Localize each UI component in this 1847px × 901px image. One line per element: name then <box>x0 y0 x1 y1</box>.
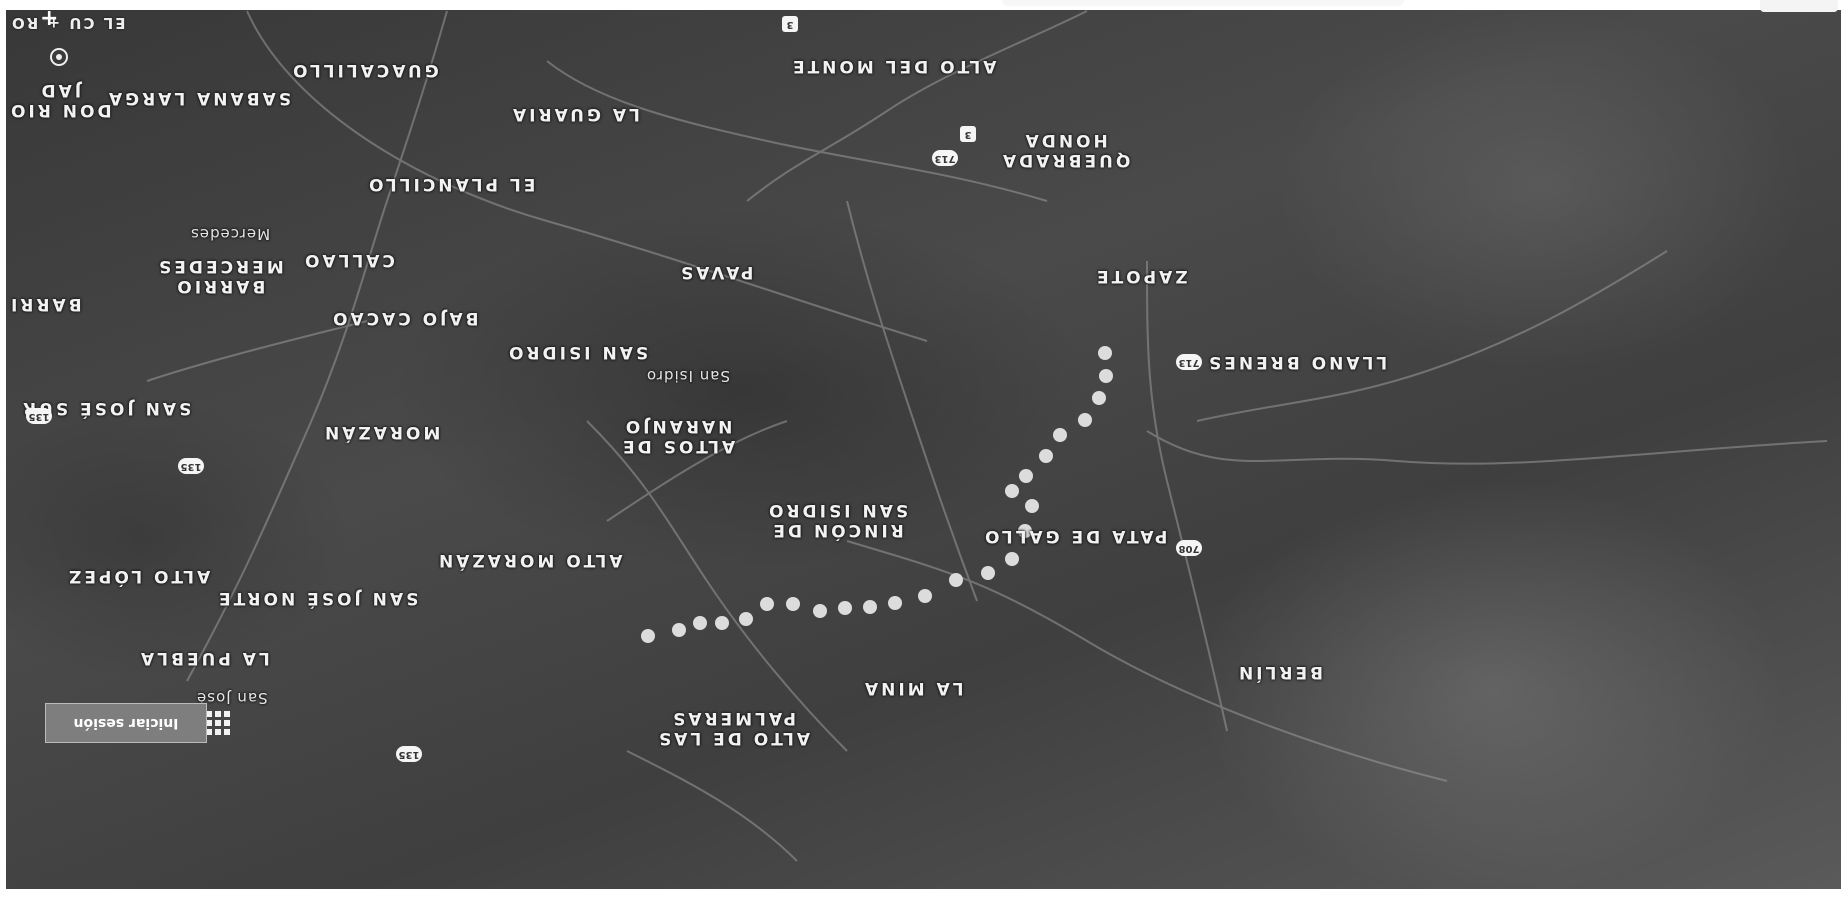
map-top-left-label: EL CU + RO <box>10 14 126 32</box>
place-label-sabana-larga: SABANA LARGA <box>106 88 292 108</box>
road-shield: 3 <box>782 16 798 32</box>
place-label-san-isidro: SAN ISIDRO <box>506 342 649 362</box>
route-stop-dot <box>918 589 932 603</box>
route-stop-dot <box>838 601 852 615</box>
route-stop-dot <box>1092 391 1106 405</box>
route-stop-dot <box>693 616 707 630</box>
route-stop-dot <box>641 629 655 643</box>
road-guacalillo <box>546 60 1048 202</box>
place-label-pata-de-gallo: PATA DE GALLO <box>982 526 1168 546</box>
route-stop-dot <box>1005 484 1019 498</box>
place-label-mercedes-small: Mercedes <box>190 225 271 243</box>
route-stop-dot <box>949 573 963 587</box>
road-135-north <box>186 10 448 682</box>
search-box-edge[interactable] <box>1002 0 1404 6</box>
place-label-rincon-de-san-isidro: RINCÓN DE SAN ISIDRO <box>766 500 909 540</box>
place-label-san-isidro-small: San Isidro <box>646 367 730 385</box>
route-stop-dot <box>715 616 729 630</box>
road-shield: 708 <box>1176 540 1202 556</box>
place-label-bajo-cacao: BAJO CACAO <box>330 308 479 328</box>
road-palmeras <box>626 750 798 862</box>
place-label-la-guaria: LA GUARIA <box>510 104 640 124</box>
route-stop-dot <box>1078 413 1092 427</box>
place-label-la-puebla: LA PUEBLA <box>138 648 270 668</box>
place-label-llano-brenes: LLANO BRENES <box>1206 352 1388 372</box>
road-pata <box>846 200 978 602</box>
scan-margin-bottom <box>0 891 1847 901</box>
road-north-loop <box>746 10 1088 202</box>
road-east <box>1196 250 1668 422</box>
place-label-pavas: PAVAS <box>678 262 754 282</box>
place-label-barrio-mercedes: BARRIO MERCEDES <box>156 256 284 296</box>
route-stop-dot <box>863 600 877 614</box>
road-shield: 713 <box>1176 354 1202 370</box>
road-main-west <box>1146 430 1828 465</box>
place-label-morazan: MORAZÁN <box>322 422 441 442</box>
road-lopez <box>146 320 368 382</box>
road-moraz <box>606 420 788 522</box>
route-stop-dot <box>1039 449 1053 463</box>
route-stop-dot <box>1005 552 1019 566</box>
layers-control-edge[interactable] <box>1760 0 1838 12</box>
route-stop-dot <box>1098 346 1112 360</box>
road-shield: 135 <box>396 746 422 762</box>
place-label-don-rio: DON RIO JAD <box>8 80 112 120</box>
route-stop-dot <box>672 623 686 637</box>
route-stop-dot <box>1019 469 1033 483</box>
road-713 <box>246 10 928 342</box>
place-label-quebrada-honda: QUEBRADA HONDA <box>1000 130 1131 170</box>
road-berlin <box>1146 260 1228 732</box>
place-label-zapote: ZAPOTE <box>1094 266 1188 286</box>
route-stop-dot <box>1053 428 1067 442</box>
road-shield: 3 <box>960 126 976 142</box>
route-stop-dot <box>813 604 827 618</box>
place-label-la-mina: LA MINA <box>862 678 964 698</box>
route-stop-dot <box>1099 369 1113 383</box>
place-label-barri: BARRI <box>8 294 82 314</box>
road-shield: 713 <box>932 150 958 166</box>
plus-icon[interactable]: + <box>40 6 59 31</box>
road-mina <box>586 420 848 752</box>
route-stop-dot <box>1018 524 1032 538</box>
route-stop-dot <box>1025 499 1039 513</box>
place-label-alto-de-las-palmeras: ALTO DE LAS PALMERAS <box>656 708 811 748</box>
place-label-callao: CALLAO <box>302 250 395 270</box>
road-south <box>846 540 1448 782</box>
route-stop-dot <box>888 596 902 610</box>
road-shield: 135 <box>178 458 204 474</box>
place-label-guacalillo: GUACALILLO <box>290 60 439 80</box>
signin-button[interactable]: Iniciar sesión <box>45 703 207 743</box>
place-label-berlin: BERLÍN <box>1236 662 1324 682</box>
route-stop-dot <box>739 612 753 626</box>
place-label-san-jose-norte: SAN JOSÉ NORTE <box>216 588 419 608</box>
place-label-altos-de-naranjo: ALTOS DE NARANJO <box>620 416 736 456</box>
place-label-alto-morazan: ALTO MORAZÁN <box>436 550 623 570</box>
place-label-alto-del-monte: ALTO DEL MONTE <box>790 56 997 76</box>
apps-grid-icon[interactable] <box>206 711 230 735</box>
scan-margin-left <box>0 0 6 901</box>
route-stop-dot <box>981 566 995 580</box>
place-label-alto-lopez: ALTO LÓPEZ <box>66 566 211 586</box>
my-location-icon[interactable] <box>50 48 68 66</box>
road-shield: 135 <box>26 408 52 424</box>
route-stop-dot <box>786 597 800 611</box>
route-stop-dot <box>760 597 774 611</box>
place-label-el-plancillo: EL PLANCILLO <box>366 174 536 194</box>
